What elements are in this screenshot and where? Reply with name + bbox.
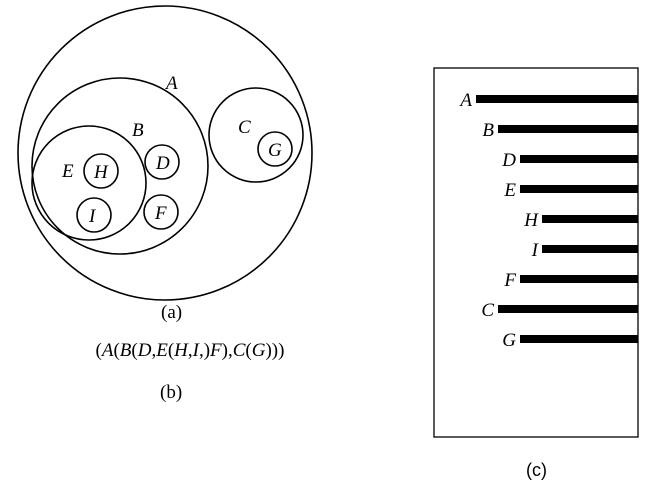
bar-e [520,185,638,193]
venn-diagram: A B C D E F G H I [17,5,313,301]
label-d: D [155,153,170,174]
bar-b [498,125,638,133]
bar-label-h: H [523,210,539,231]
bar-label-g: G [502,330,516,351]
label-a: A [164,73,178,94]
label-h: H [93,162,109,183]
set-e-circle [31,125,147,241]
formula-text-8: ), [221,340,233,361]
bar-h [542,215,638,223]
formula-node-d: D [137,340,152,361]
parenthesized-formula: (A(B(D,E(H,I,)F),C(G))) [60,340,320,362]
set-i-circle [76,197,112,233]
formula-node-i: I [192,340,199,361]
formula-text-4: , [151,340,157,361]
bar-label-d: D [501,150,516,171]
formula-node-h: H [174,340,188,361]
set-g-circle [257,131,293,167]
bar-label-a: A [458,90,472,111]
bar-label-c: C [481,300,494,321]
formula-node-c: C [232,340,246,361]
caption-b: (b) [160,382,182,403]
formula-node-b: B [119,340,132,361]
label-f: F [154,203,167,224]
bar-label-b: B [482,120,494,141]
bar-label-i: I [531,240,540,261]
formula-node-e: E [156,340,168,361]
set-b-circle [31,77,209,255]
label-c: C [238,117,251,138]
formula-text-2: ( [113,340,120,361]
formula-node-f: F [210,340,222,361]
set-f-circle [143,194,179,230]
formula-text-3: ( [131,340,138,361]
formula-text-6: , [187,340,193,361]
bar-label-e: E [503,180,516,201]
set-a-circle [17,5,313,301]
bar-c [498,305,638,313]
set-c-circle [208,87,304,183]
caption-a: (a) [161,302,182,323]
formula-node-a: A [101,340,114,361]
formula-text-1: ( [95,340,102,361]
formula-text-5: ( [167,340,175,361]
bar-a [476,95,638,103]
set-h-circle [83,153,119,189]
bar-f [520,275,638,283]
bar-label-f: F [503,270,516,291]
bar-g [520,335,638,343]
label-e: E [61,161,74,182]
caption-c: (c) [526,460,547,480]
bar-d [520,155,638,163]
label-i: I [88,206,97,227]
set-d-circle [144,144,180,180]
label-g: G [268,140,282,161]
formula-text-7: ,) [198,340,211,361]
bar-i [542,245,638,253]
formula-text-9: ( [245,340,252,361]
formula-node-g: G [251,340,266,361]
formula-text-10: ))) [265,340,285,361]
label-b: B [132,120,144,141]
